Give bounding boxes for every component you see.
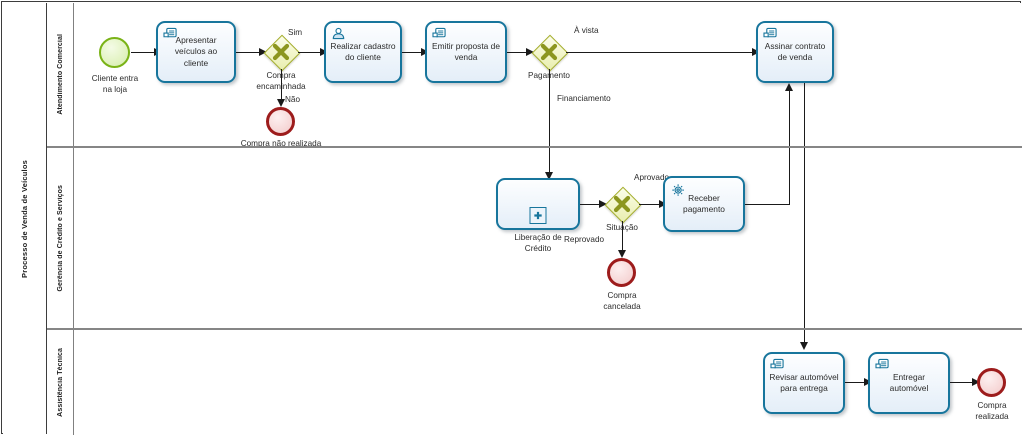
flow-start-to-apresentar (131, 52, 156, 54)
manual-task-icon (875, 358, 890, 371)
flow-receber-to-assinar-v (788, 148, 790, 205)
task-revisar-automovel-label: Revisar automóvel para entrega (769, 371, 839, 394)
flow-apresentar-to-gateway1 (236, 52, 261, 54)
task-realizar-cadastro-label: Realizar cadastro do cliente (330, 40, 396, 63)
flow-receber-to-assinar-h (745, 204, 789, 206)
flow-liberacao-to-gateway3 (580, 204, 603, 206)
task-entregar-automovel-label: Entregar automóvel (889, 371, 929, 394)
flow-assinar-to-revisar-segment-top (803, 83, 805, 147)
lane-body-atendimento: Cliente entra na loja (74, 3, 1021, 148)
lane-body-assistencia: Revisar automóvel para entrega (74, 330, 1021, 435)
lane-label-atendimento: Atendimento Comercial (56, 34, 64, 115)
task-revisar-automovel[interactable]: Revisar automóvel para entrega (763, 352, 845, 414)
lane-atendimento-comercial: Atendimento Comercial Cliente entra na l… (47, 3, 1021, 148)
start-event-label: Cliente entra na loja (91, 74, 139, 94)
manual-task-icon (770, 358, 785, 371)
flow-label-sim: Sim (288, 28, 303, 37)
flow-financiamento-segment1 (548, 69, 550, 147)
gateway-compra-encaminhada[interactable] (263, 34, 301, 72)
flow-receber-to-assinar-segment-top (788, 90, 790, 147)
pool-title: Processo de Venda de Veículos (3, 3, 47, 434)
lane-header-atendimento: Atendimento Comercial (47, 3, 74, 146)
flow-financiamento-arrow (545, 172, 553, 180)
flow-reprovado (621, 221, 623, 255)
flow-assinar-to-revisar-segment-mid (803, 148, 805, 328)
end-event-compra-realizada[interactable] (977, 368, 1006, 397)
gateway-exclusive-x-icon (613, 195, 631, 213)
flow-entregar-to-end-arrow (972, 378, 980, 386)
end-event-compra-cancelada[interactable] (607, 258, 636, 287)
lane-label-gerencia: Gerência de Crédito e Serviços (56, 184, 64, 292)
gateway-exclusive-x-icon (540, 43, 558, 61)
flow-entregar-to-end (950, 382, 975, 384)
gateway-exclusive-x-icon (272, 43, 290, 61)
flow-cadastro-to-proposta (402, 52, 424, 54)
flow-aprovado (639, 204, 663, 206)
manual-task-icon (763, 27, 778, 40)
lane-body-gerencia: Liberação de Crédito Situação Aprovado (74, 148, 1021, 328)
lane-divider-2 (47, 328, 1022, 330)
subprocess-liberacao-credito-label: Liberação de Crédito (514, 233, 562, 253)
lane-gerencia-credito: Gerência de Crédito e Serviços Liberação… (47, 148, 1021, 328)
flow-label-reprovado: Reprovado (564, 235, 605, 244)
flow-label-financiamento: Financiamento (557, 94, 611, 103)
end-event-compra-nao-realizada[interactable] (266, 107, 295, 136)
service-task-icon (671, 183, 687, 199)
flow-assinar-to-revisar-segment-bottom (803, 330, 805, 346)
lane-divider-1 (47, 146, 1022, 148)
flow-assinar-to-revisar-arrow (800, 342, 808, 350)
flow-receber-to-assinar-arrow (785, 83, 793, 91)
flow-gateway1-sim (298, 52, 323, 54)
lane-header-gerencia: Gerência de Crédito e Serviços (47, 148, 74, 328)
task-emitir-proposta-label: Emitir proposta de venda (432, 40, 500, 63)
end-event-compra-realizada-label: Compra realizada (975, 401, 1009, 421)
subprocess-liberacao-credito[interactable] (496, 178, 580, 230)
lane-header-assistencia: Assistência Técnica (47, 330, 74, 435)
user-task-icon (331, 27, 346, 40)
gateway-pagamento[interactable] (531, 34, 569, 72)
end-event-compra-nao-realizada-label: Compra não realizada (240, 139, 322, 148)
flow-liberacao-to-gateway3-arrow (599, 200, 607, 208)
flow-reprovado-arrow (618, 250, 626, 258)
end-event-compra-cancelada-label: Compra cancelada (603, 291, 641, 311)
task-entregar-automovel[interactable]: Entregar automóvel (868, 352, 950, 414)
flow-financiamento-segment2 (548, 148, 550, 175)
flow-label-nao: Não (285, 95, 301, 104)
pool-title-label: Processo de Venda de Veículos (20, 159, 29, 278)
flow-apresentar-to-gateway1-arrow (259, 48, 267, 56)
manual-task-icon (432, 27, 447, 40)
task-assinar-contrato-label: Assinar contrato de venda (764, 40, 826, 63)
task-apresentar-veiculos[interactable]: Apresentar veículos ao cliente (156, 21, 236, 83)
task-apresentar-veiculos-label: Apresentar veículos ao cliente (174, 34, 218, 68)
task-receber-pagamento-label: Receber pagamento (683, 192, 725, 215)
gateway-situacao[interactable] (604, 186, 642, 224)
task-realizar-cadastro[interactable]: Realizar cadastro do cliente (324, 21, 402, 83)
lane-assistencia-tecnica: Assistência Técnica (47, 330, 1021, 435)
flow-gateway1-nao-arrow (277, 99, 285, 107)
lane-label-assistencia: Assistência Técnica (56, 348, 64, 417)
start-event-cliente-entra-na-loja[interactable] (99, 37, 130, 68)
task-emitir-proposta[interactable]: Emitir proposta de venda (425, 21, 507, 83)
flow-revisar-to-entregar (845, 382, 867, 384)
flow-proposta-to-gateway2 (507, 52, 530, 54)
flow-a-vista (566, 52, 756, 54)
task-assinar-contrato[interactable]: Assinar contrato de venda (756, 21, 834, 83)
flow-proposta-to-gateway2-arrow (526, 48, 534, 56)
flow-gateway1-nao (280, 69, 282, 103)
flow-label-aprovado: Aprovado (634, 173, 670, 182)
collapsed-subprocess-plus-icon (529, 207, 547, 224)
flow-label-a-vista: À vista (574, 26, 599, 35)
task-receber-pagamento[interactable]: Receber pagamento (663, 176, 745, 232)
manual-task-icon (163, 27, 178, 40)
